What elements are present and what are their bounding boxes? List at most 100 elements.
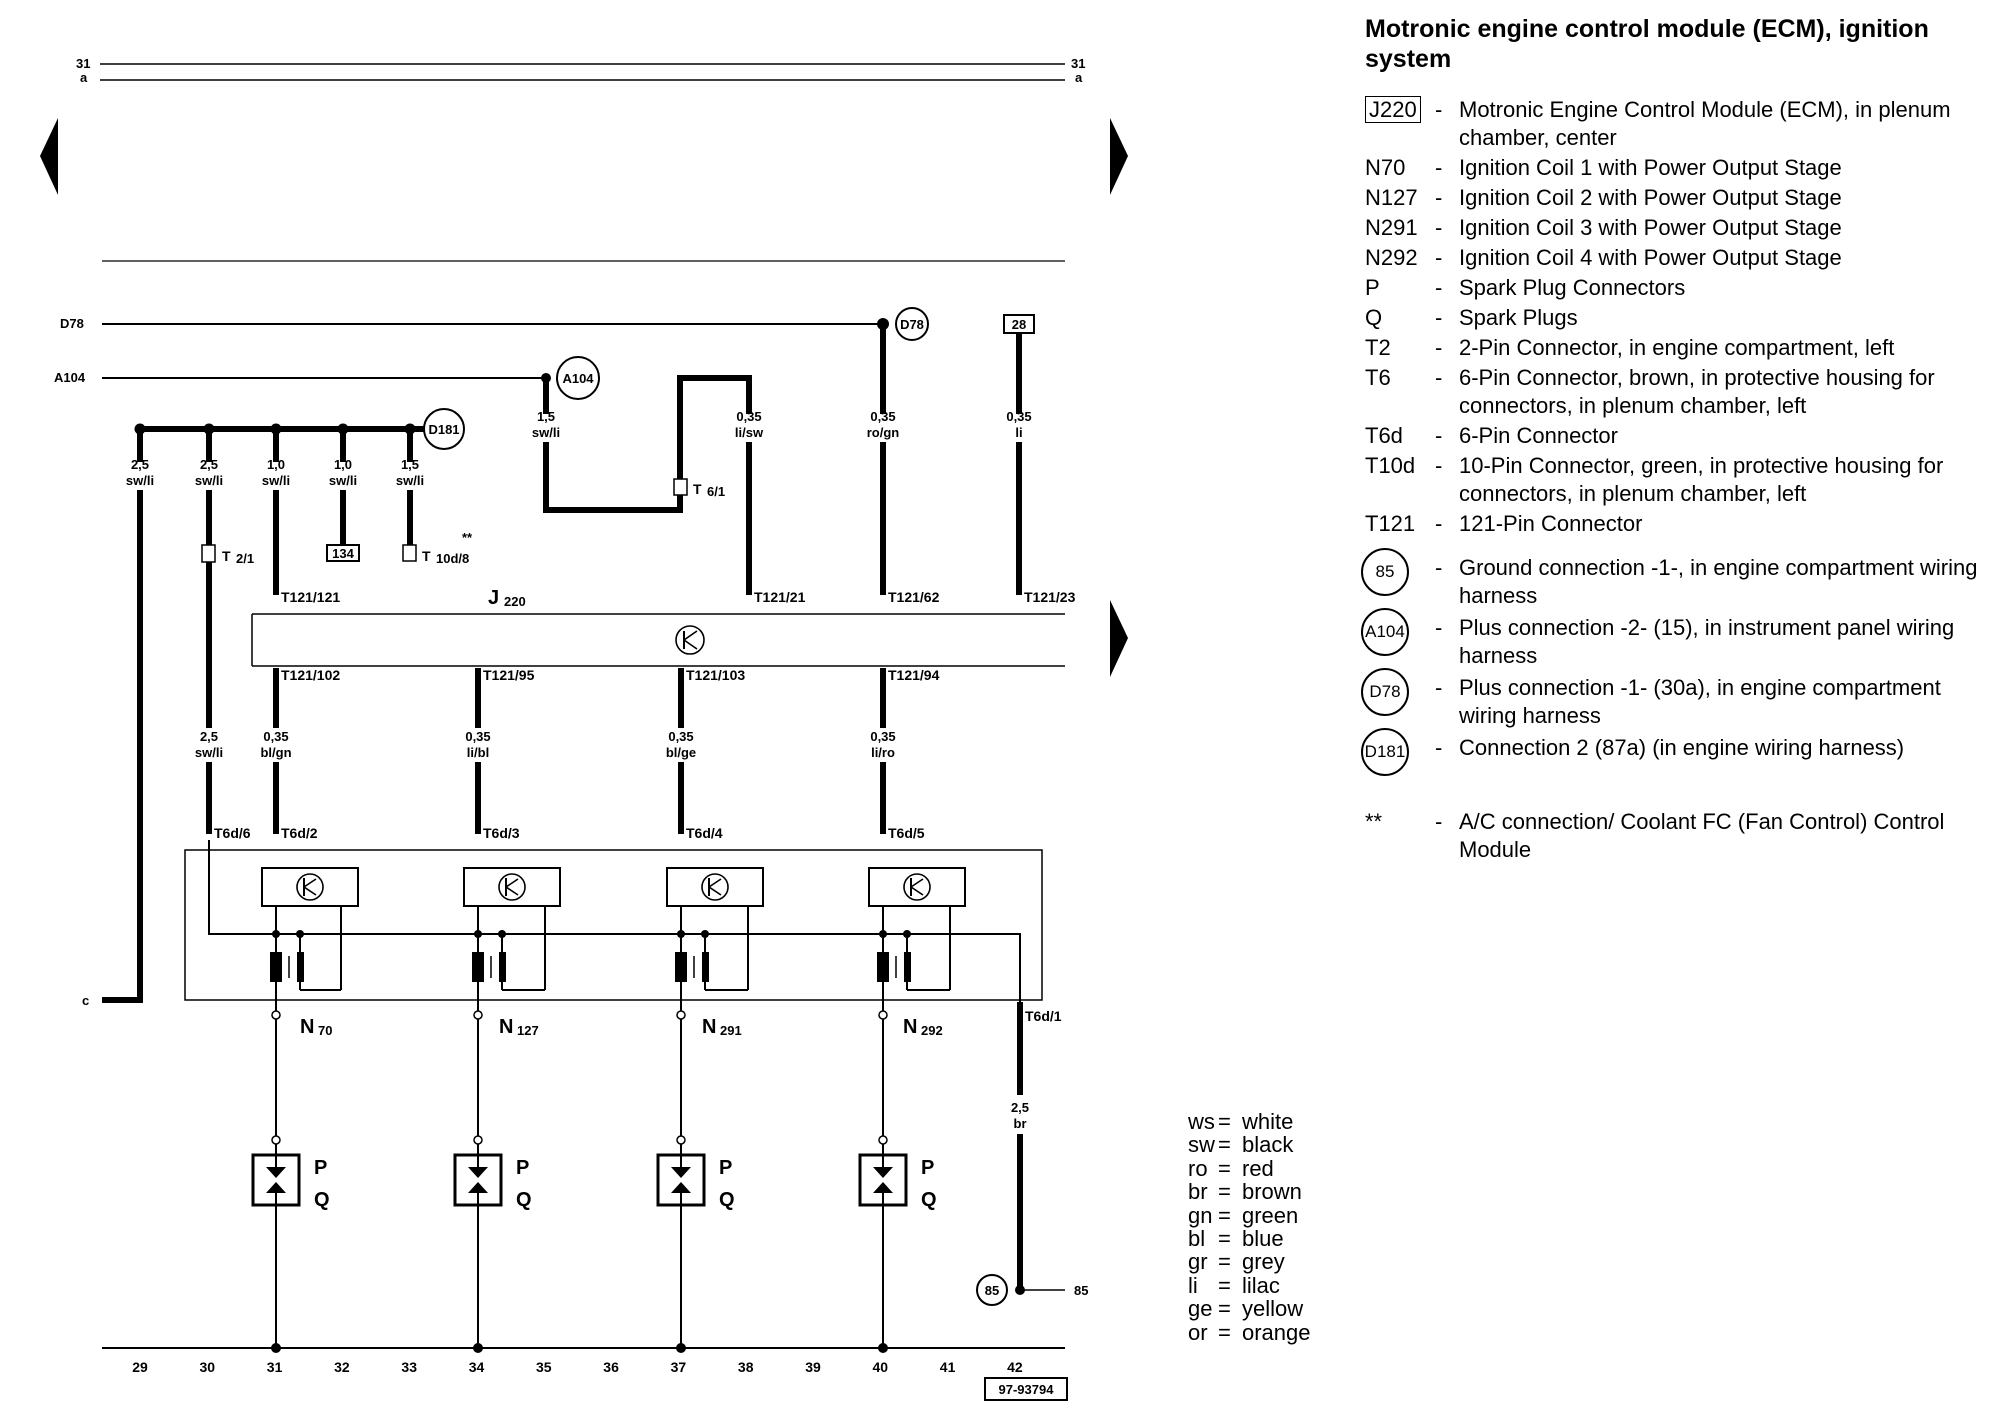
- legend-text: Plus connection -2- (15), in instrument …: [1459, 615, 1955, 668]
- legend-code: D78: [1361, 668, 1435, 732]
- wire12-color: li/bl: [467, 745, 489, 760]
- d78-connection-icon: [895, 307, 929, 341]
- grid-number: 31: [267, 1359, 283, 1375]
- wire1-color: sw/li: [126, 473, 154, 488]
- coil-n291-label: N: [702, 1016, 716, 1038]
- continue-right-arrow[interactable]: [1110, 600, 1128, 677]
- legend-dash: -: [1435, 365, 1443, 390]
- legend-row: A104-Plus connection -2- (15), in instru…: [1361, 608, 1995, 672]
- wire7-size: 0,35: [736, 409, 761, 424]
- color-equals: =: [1218, 1226, 1231, 1252]
- wire13-size: 0,35: [668, 729, 693, 744]
- wire12-size: 0,35: [465, 729, 490, 744]
- legend-code: N70: [1365, 155, 1406, 180]
- double-star-mark: **: [462, 530, 473, 545]
- color-key-row: gr=grey: [1188, 1249, 1311, 1275]
- wire5-size: 1,5: [401, 457, 419, 472]
- color-key-row: br=brown: [1188, 1180, 1311, 1204]
- legend-row: J220-Motronic Engine Control Module (ECM…: [1365, 96, 1995, 152]
- legend-items: J220-Motronic Engine Control Module (ECM…: [1361, 96, 1995, 864]
- legend-code: T2: [1365, 335, 1391, 360]
- wire1-size: 2,5: [131, 457, 149, 472]
- pin-t6d-4: T6d/4: [686, 825, 723, 841]
- legend-row: **-A/C connection/ Coolant FC (Fan Contr…: [1365, 808, 1995, 864]
- ref-28-label: 28: [1012, 317, 1026, 332]
- pin-t121-23: T121/23: [1024, 589, 1076, 605]
- legend-text: Spark Plugs: [1459, 305, 1578, 330]
- color-name: yellow: [1242, 1296, 1304, 1322]
- wire4-size: 1,0: [334, 457, 352, 472]
- legend-code: P: [1365, 275, 1380, 300]
- next-page-arrow[interactable]: [1110, 118, 1128, 195]
- legend-text: Ignition Coil 2 with Power Output Stage: [1459, 185, 1842, 210]
- ground-85-right-label: 85: [1074, 1283, 1088, 1298]
- legend-row: N70-Ignition Coil 1 with Power Output St…: [1365, 154, 1995, 182]
- wire5-color: sw/li: [396, 473, 424, 488]
- coil-unit-3: [666, 867, 764, 1015]
- color-key-row: gn=green: [1188, 1203, 1311, 1227]
- spark-plug-4: [858, 1010, 908, 1353]
- pin-t121-102: T121/102: [281, 667, 340, 683]
- grid-number: 40: [873, 1359, 889, 1375]
- legend-text: 10-Pin Connector, green, in protective h…: [1459, 453, 1944, 506]
- grid-number: 29: [132, 1359, 148, 1375]
- t2-sub: 2/1: [236, 551, 254, 566]
- grid-number: 34: [469, 1359, 485, 1375]
- d181-circle-label: D181: [428, 422, 459, 437]
- legend-dash: -: [1435, 245, 1443, 270]
- legend-code: A104: [1361, 608, 1435, 672]
- color-abbr: ws: [1188, 1109, 1215, 1134]
- ref-134-label: 134: [332, 546, 354, 561]
- legend-dash: -: [1435, 615, 1443, 640]
- pin-t121-21: T121/21: [754, 589, 806, 605]
- color-equals: =: [1218, 1155, 1231, 1181]
- legend-code: 85: [1361, 548, 1435, 612]
- d78-circle-label: D78: [900, 317, 924, 332]
- legend-row: D78-Plus connection -1- (30a), in engine…: [1361, 668, 1995, 732]
- wire6-size: 1,5: [537, 409, 555, 424]
- legend-text: Connection 2 (87a) (in engine wiring har…: [1459, 735, 1905, 760]
- legend-row: N127-Ignition Coil 2 with Power Output S…: [1365, 184, 1995, 212]
- ref-134-box: [326, 544, 360, 562]
- grid-number: 35: [536, 1359, 552, 1375]
- color-equals: =: [1218, 1296, 1231, 1322]
- legend-text: Ignition Coil 3 with Power Output Stage: [1459, 215, 1842, 240]
- pin-t121-94: T121/94: [888, 667, 940, 683]
- legend-text: Spark Plug Connectors: [1459, 275, 1686, 300]
- previous-page-arrow[interactable]: [40, 118, 58, 195]
- a104-circle-label: A104: [562, 371, 594, 386]
- color-key-row: ro=red: [1188, 1155, 1311, 1181]
- color-abbr: gr: [1188, 1249, 1208, 1275]
- grid-number: 41: [940, 1359, 956, 1375]
- wire7-color: li/sw: [735, 425, 764, 440]
- pin-t6d-3: T6d/3: [483, 825, 520, 841]
- color-name: lilac: [1242, 1272, 1280, 1298]
- color-abbr: bl: [1188, 1226, 1206, 1252]
- legend-row: T121-121-Pin Connector: [1365, 510, 1995, 538]
- wire3-size: 1,0: [267, 457, 285, 472]
- legend-text: A/C connection/ Coolant FC (Fan Control)…: [1459, 809, 1945, 862]
- bus-a-right-label: a: [1075, 70, 1083, 85]
- wire10-color: sw/li: [195, 745, 223, 760]
- legend-code: D181: [1361, 728, 1435, 792]
- bus-a-left-label: a: [80, 70, 88, 85]
- coil-unit-2: [463, 867, 561, 1015]
- legend-code: **: [1365, 809, 1383, 834]
- bus-31-left-label: 31: [76, 56, 90, 71]
- legend-text: Ignition Coil 1 with Power Output Stage: [1459, 155, 1842, 180]
- legend-row: Q-Spark Plugs: [1365, 304, 1995, 332]
- coil-unit-1: [261, 867, 359, 1015]
- legend-row: T6-6-Pin Connector, brown, in protective…: [1365, 364, 1995, 420]
- pin-t6d-1: T6d/1: [1025, 1008, 1062, 1024]
- legend-text: Plus connection -1- (30a), in engine com…: [1459, 675, 1941, 728]
- color-equals: =: [1218, 1109, 1231, 1134]
- wire15-size: 2,5: [1011, 1100, 1029, 1115]
- plug-p-label-2: P: [516, 1157, 529, 1179]
- legend-dash: -: [1435, 185, 1443, 210]
- bus-d78-label: D78: [60, 316, 84, 331]
- legend-dash: -: [1435, 215, 1443, 240]
- color-name: orange: [1242, 1319, 1311, 1345]
- t6-connector-icon: [673, 478, 688, 496]
- color-abbr: li: [1188, 1272, 1198, 1298]
- legend-code: T10d: [1365, 453, 1416, 478]
